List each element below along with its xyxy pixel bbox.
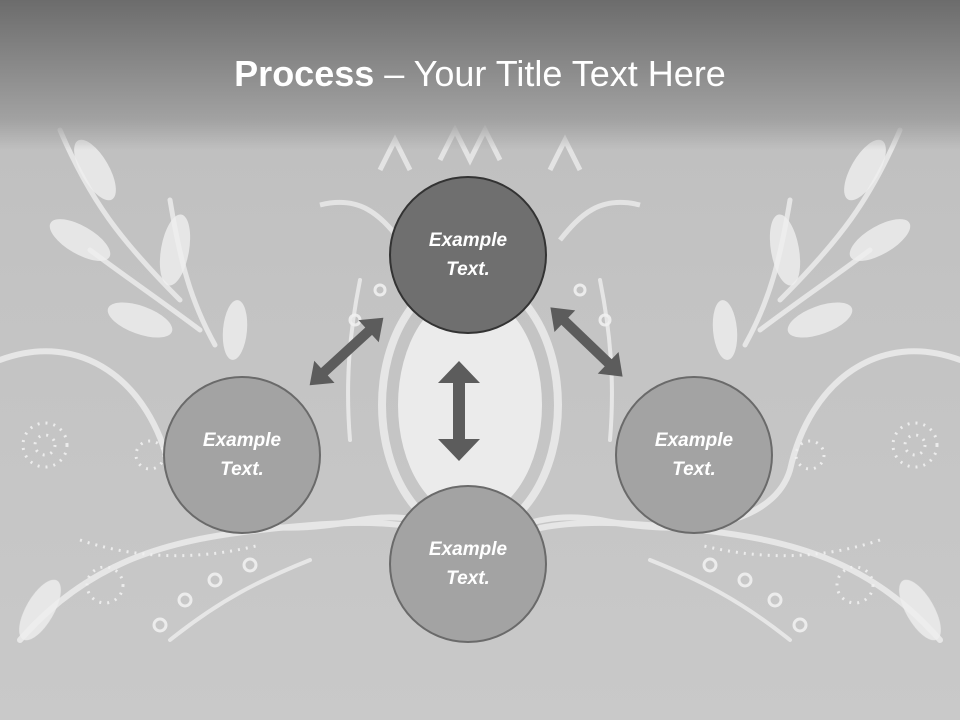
process-node-left-label: Example Text.: [202, 430, 282, 480]
arrow-top-right: [550, 307, 623, 377]
process-node-right-label: Example Text.: [654, 430, 734, 480]
process-node-left[interactable]: Example Text.: [163, 376, 321, 534]
title-bold-part: Process: [234, 53, 375, 94]
process-node-bottom[interactable]: Example Text.: [389, 485, 547, 643]
process-node-top[interactable]: Example Text.: [389, 176, 547, 334]
title-bar: [0, 0, 960, 150]
process-node-bottom-label: Example Text.: [428, 539, 508, 589]
title-rest-part: – Your Title Text Here: [374, 53, 726, 94]
slide-title: Process – Your Title Text Here: [0, 52, 960, 96]
process-node-right[interactable]: Example Text.: [615, 376, 773, 534]
arrow-top-left: [309, 317, 384, 386]
arrow-vertical: [438, 361, 480, 461]
process-node-top-label: Example Text.: [428, 230, 508, 280]
